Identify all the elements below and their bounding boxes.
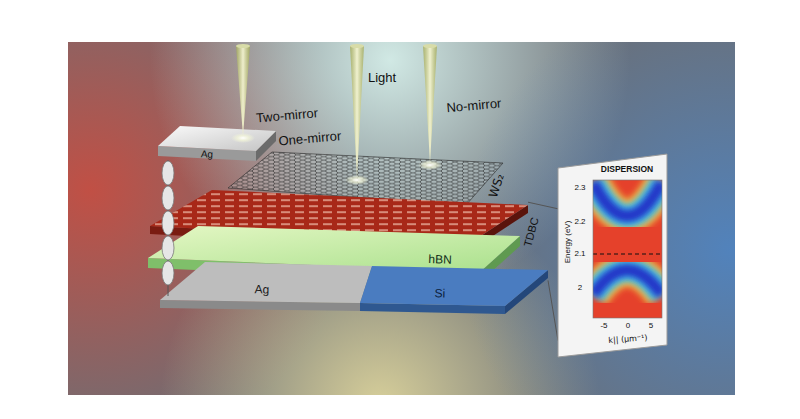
- silver-mirror: Ag: [158, 126, 276, 161]
- mirror-label: One-mirror: [278, 129, 342, 149]
- tick-label: 0: [626, 322, 630, 331]
- layer-label: Si: [435, 287, 446, 300]
- plot-frame: [593, 180, 662, 318]
- light-beam: [423, 46, 437, 163]
- mirror-label: Two-mirror: [255, 106, 318, 126]
- backdrop-glow: [68, 42, 735, 395]
- polariton-band: [593, 270, 662, 295]
- light-beam: [350, 46, 364, 178]
- zoom-line: [548, 280, 558, 340]
- zoom-line: [528, 202, 558, 209]
- tick-label: 5: [649, 322, 653, 331]
- beam-cap: [236, 44, 250, 48]
- layer-label: TDBC: [521, 216, 540, 248]
- silver-substrate: Ag: [160, 262, 372, 311]
- silicon-substrate: Si: [360, 266, 548, 314]
- layer-shape: [158, 126, 276, 161]
- slab-top: [360, 266, 548, 306]
- light-spot: [345, 175, 369, 185]
- layer-label: Ag: [255, 283, 270, 296]
- layer-label: hBN: [428, 253, 452, 267]
- layer-label: DISPERSION: [601, 165, 653, 174]
- polariton-band: [593, 182, 662, 216]
- mirror-label: No-mirror: [446, 96, 502, 115]
- layer-label: Ag: [201, 148, 214, 160]
- backdrop-glow: [68, 42, 735, 395]
- exciton-line: [593, 254, 662, 255]
- panel-card: [558, 154, 667, 357]
- polariton-band: [593, 182, 662, 216]
- standing-wave-lobe: [162, 261, 174, 285]
- standing-wave-lobe: [162, 161, 174, 185]
- slab-top: [160, 262, 372, 303]
- slab-top: [158, 126, 276, 151]
- polariton-band: [593, 270, 662, 295]
- polariton-band: [593, 270, 662, 295]
- standing-wave-lobe: [162, 211, 174, 235]
- axis-title: Energy (eV): [564, 221, 573, 264]
- beam-cap: [350, 44, 364, 48]
- tick-label: 2.3: [574, 184, 585, 193]
- tick-label: 2.2: [574, 218, 585, 227]
- tick-label: -5: [600, 322, 607, 331]
- beam-cap: [423, 44, 437, 48]
- polariton-band: [593, 182, 662, 216]
- light-spot: [231, 133, 255, 143]
- light-label: Light: [368, 71, 396, 85]
- backdrop-glow: [68, 42, 735, 395]
- standing-wave-lobe: [162, 236, 174, 260]
- backdrop: [68, 42, 735, 395]
- tick-label: 2: [578, 284, 582, 293]
- tick-label: 2.1: [574, 250, 585, 259]
- layer-shape: [360, 266, 548, 314]
- backdrop-glow: [68, 42, 735, 395]
- map-ground: [593, 180, 662, 318]
- light-spot: [418, 160, 442, 170]
- dispersion-map: [593, 180, 662, 318]
- light-beam: [236, 46, 250, 136]
- standing-wave-lobe: [162, 186, 174, 210]
